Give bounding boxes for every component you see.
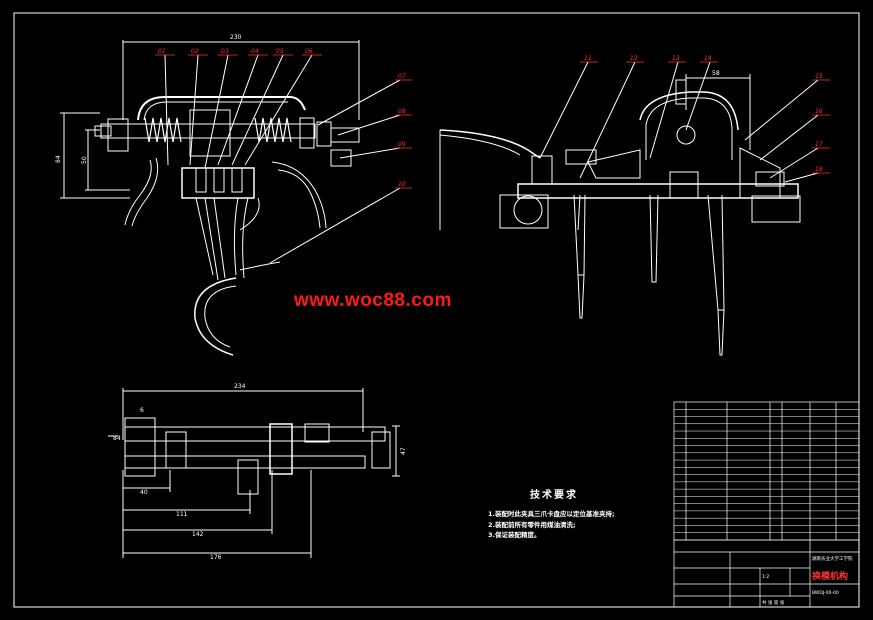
part-label-03: 03 (221, 48, 229, 55)
part-label-01: 01 (158, 48, 166, 55)
dim-bottom-176: 176 (210, 554, 222, 561)
part-label-07: 07 (398, 73, 406, 80)
part-label-02: 02 (191, 48, 199, 55)
part-label-15: 15 (815, 73, 823, 80)
title-block-sheet: 共 张 第 张 (762, 599, 785, 606)
part-label-06: 06 (305, 48, 313, 55)
dim-bottom-total: 234 (234, 383, 246, 390)
part-label-13: 13 (672, 55, 680, 62)
part-label-05: 05 (276, 48, 284, 55)
part-label-11: 11 (584, 55, 592, 62)
part-label-04: 04 (251, 48, 259, 55)
part-label-14: 14 (704, 55, 712, 62)
right-part-labels: 11 12 13 14 15 16 17 18 (584, 55, 823, 173)
part-label-12: 12 (630, 55, 638, 62)
watermark-text: www.woc88.com (294, 290, 452, 311)
title-block-ratio: 1:2 (762, 574, 769, 580)
part-label-18: 18 (815, 166, 823, 173)
dim-bottom-47: 47 (400, 447, 407, 455)
dim-left-height: 84 (55, 155, 62, 163)
dim-bottom-142: 142 (192, 531, 204, 538)
dim-bottom-111: 111 (176, 511, 188, 518)
dim-bottom-40: 40 (140, 489, 148, 496)
dim-bottom-small: 6 (140, 407, 144, 414)
title-block-school: 湖南农业大学工学院 (812, 555, 853, 562)
title-block (673, 401, 860, 608)
tech-requirement-1: 1.装配时此夹具三爪卡盘应以定位基准夹持; (488, 510, 615, 518)
bottom-view (108, 388, 400, 558)
parts-list-rows (674, 409, 859, 541)
tech-requirement-3: 3.保证装配精度。 (488, 531, 541, 539)
dim-bottom-84: 84 (113, 435, 121, 442)
right-label-lines (580, 61, 830, 174)
part-label-09: 09 (398, 141, 406, 148)
right-view (439, 61, 819, 356)
dim-right-top: 58 (712, 70, 720, 77)
tech-requirement-2: 2.装配前所有零件用煤油清洗; (488, 521, 576, 529)
sheet-border (13, 12, 860, 608)
dim-left-inner: 50 (81, 156, 88, 164)
part-label-08: 08 (398, 108, 406, 115)
tech-requirements-title: 技术要求 (530, 490, 578, 501)
title-block-drawing-no: BWDJ-00-00 (812, 590, 839, 596)
left-part-labels: 01 02 03 04 05 06 07 08 09 10 (158, 48, 406, 188)
title-block-title: 换模机构 (812, 570, 848, 582)
left-label-lines (155, 54, 412, 189)
part-label-17: 17 (815, 141, 823, 148)
part-label-10: 10 (398, 181, 406, 188)
part-label-16: 16 (815, 108, 823, 115)
dim-top-width: 230 (230, 34, 242, 41)
left-view (60, 40, 401, 356)
